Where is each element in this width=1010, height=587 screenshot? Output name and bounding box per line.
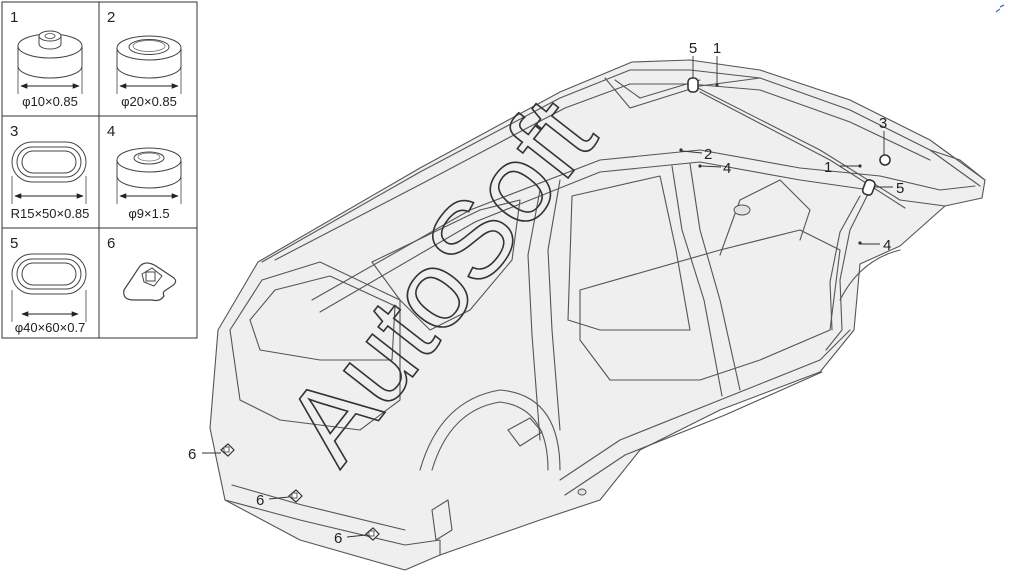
front-apron	[879, 175, 976, 191]
legend-size: φ20×0.85	[121, 94, 177, 109]
round-plug-with-boss-icon	[17, 30, 83, 79]
legend-size: φ9×1.5	[128, 206, 169, 221]
side-rail	[311, 149, 881, 301]
corner-mark-icon	[995, 4, 1005, 13]
tailgate-opening	[229, 261, 401, 431]
clip-icon	[220, 443, 235, 457]
floor-hole	[733, 204, 751, 216]
fuel-door	[507, 417, 543, 447]
rear-wheel-arch-inner	[431, 401, 549, 471]
c-pillar-inner	[527, 189, 541, 441]
body-plugs	[220, 77, 891, 541]
plug-1-top	[715, 83, 719, 87]
plug-1-side	[858, 164, 862, 168]
clip-icon	[365, 527, 380, 541]
legend-number: 1	[10, 9, 18, 26]
callout-label: 4	[883, 237, 891, 254]
legend-cell-5: 5 φ40×60×0.7	[10, 235, 87, 335]
callout-label: 2	[704, 146, 712, 163]
legend-number: 2	[107, 9, 115, 26]
legend-size: φ10×0.85	[22, 94, 78, 109]
floor-panel	[579, 229, 841, 381]
car-body-drawing	[209, 59, 986, 571]
sill-hole	[577, 488, 587, 496]
rear-panel	[224, 499, 441, 556]
floor-tunnel	[719, 179, 811, 256]
a-pillar-inner	[829, 195, 861, 331]
plug-4-inner	[698, 164, 702, 168]
roof-rail-inner	[274, 83, 931, 261]
callout-label: 5	[689, 40, 697, 57]
callout-label: 3	[879, 115, 887, 132]
round-plug-icon	[116, 147, 182, 189]
b-pillar-inner	[671, 165, 723, 397]
lamp-pocket	[431, 499, 453, 541]
legend-number: 6	[107, 235, 115, 252]
windscreen-header-inner	[699, 91, 906, 209]
a-pillar	[825, 189, 871, 351]
legend-cell-6: 6	[107, 235, 177, 302]
body-shell	[209, 59, 986, 571]
front-strut	[929, 149, 986, 181]
rear-door-window	[567, 175, 691, 331]
front-bow-inner	[614, 79, 701, 99]
plug-2	[679, 148, 683, 152]
side-rail-inner	[319, 161, 871, 313]
callout-label: 5	[896, 180, 904, 197]
front-bow	[604, 77, 761, 109]
callout-label: 4	[723, 160, 731, 177]
legend-size: φ40×60×0.7	[15, 320, 86, 335]
tailgate-window	[249, 275, 396, 361]
legend-number: 5	[10, 235, 18, 252]
plug-5-top	[687, 77, 699, 93]
legend-cell-3: 3 R15×50×0.85	[10, 123, 89, 221]
rear-quarter-window	[371, 199, 521, 331]
rocker-sill-lower	[564, 371, 823, 496]
plug-4-pillar	[858, 241, 862, 245]
callout-label: 6	[334, 530, 342, 547]
legend-cell-4: 4 φ9×1.5	[107, 123, 182, 221]
c-pillar	[547, 179, 561, 431]
rocker-sill	[559, 329, 851, 481]
callout-label: 6	[256, 492, 264, 509]
callouts: 5 1 3 2 4 1 5 4 6 6 6	[188, 40, 904, 547]
front-wheel-arch	[839, 249, 901, 301]
oval-plug-icon	[11, 253, 87, 295]
legend-number: 3	[10, 123, 18, 140]
legend-number: 4	[107, 123, 115, 140]
rear-panel-lower	[231, 484, 406, 531]
rear-wheel-arch	[419, 389, 561, 471]
clip-icon	[123, 262, 177, 302]
windscreen-header	[689, 83, 946, 207]
oval-plug-icon	[11, 141, 87, 183]
callout-label: 1	[824, 159, 832, 176]
plug-5-side	[861, 179, 876, 196]
clip-icon	[288, 489, 303, 503]
legend-size: R15×50×0.85	[11, 206, 90, 221]
plug-3	[879, 154, 891, 166]
b-pillar	[689, 163, 741, 391]
callout-label: 1	[713, 40, 721, 57]
parts-legend: 1 φ10×0.85 2 φ2	[1, 1, 198, 339]
round-plug-icon	[116, 35, 182, 79]
roof-rail	[261, 69, 981, 263]
callout-label: 6	[188, 446, 196, 463]
legend-cell-1: 1 φ10×0.85	[10, 9, 83, 109]
legend-cell-2: 2 φ20×0.85	[107, 9, 182, 109]
